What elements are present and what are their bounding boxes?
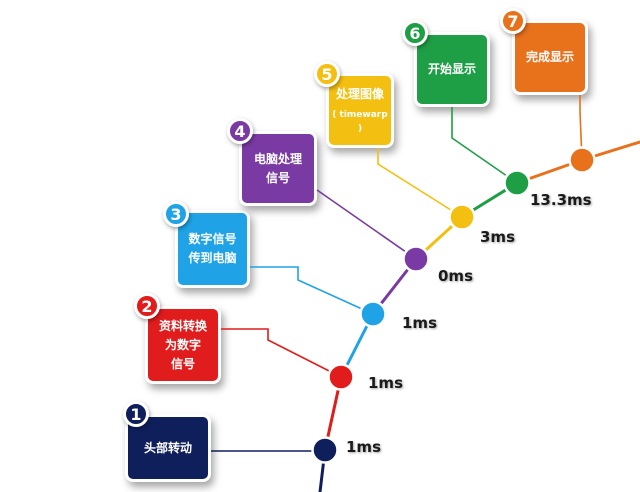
step-5-subtext: ( timewarp ) [332, 110, 388, 134]
step-6-time: 13.3ms [530, 191, 592, 209]
timeline-node-7 [568, 146, 596, 174]
connector-line-6 [451, 107, 518, 184]
step-card-5: 处理图像 ( timewarp ) [326, 73, 394, 148]
step-5-label-line-1: 处理图像 [335, 87, 384, 101]
connector-line-2 [221, 328, 342, 378]
connector-line-7 [579, 95, 583, 161]
step-2-label-line-3: 信号 [170, 356, 195, 371]
step-badge-3: 3 [163, 201, 189, 227]
step-card-6: 开始显示 [414, 32, 490, 107]
connector-line-3 [250, 266, 374, 315]
timeline-node-6 [503, 169, 531, 197]
step-badge-5: 5 [314, 61, 340, 87]
step-2-time: 1ms [368, 374, 403, 392]
step-5-time: 3ms [480, 228, 515, 246]
step-2-label-line-2: 为数字 [164, 337, 201, 352]
step-card-1: 头部转动 [125, 414, 211, 482]
step-6-label-line-1: 开始显示 [427, 62, 476, 76]
step-badge-6: 6 [402, 20, 428, 46]
timeline-node-4 [402, 245, 430, 273]
step-3-label-line-1: 数字信号 [188, 232, 237, 246]
step-card-4: 电脑处理 信号 [239, 131, 317, 206]
step-1-label-line-1: 头部转动 [143, 440, 192, 455]
timeline-node-1 [311, 436, 339, 464]
timeline-node-3 [359, 300, 387, 328]
step-3-time: 1ms [402, 314, 437, 332]
timeline-node-5 [448, 203, 476, 231]
step-3-label-line-2: 传到电脑 [188, 251, 237, 265]
step-7-label-line-1: 完成显示 [525, 50, 574, 64]
connector-line-5 [377, 148, 463, 218]
step-4-label-line-2: 信号 [265, 170, 290, 185]
step-card-3: 数字信号 传到电脑 [175, 210, 250, 288]
step-card-2: 资料转换 为数字 信号 [145, 306, 221, 384]
step-2-label-line-1: 资料转换 [158, 318, 207, 333]
step-badge-2: 2 [134, 293, 160, 319]
step-badge-7: 7 [500, 8, 526, 34]
step-badge-4: 4 [227, 118, 253, 144]
connector-line-4 [316, 189, 417, 260]
step-4-label-line-1: 电脑处理 [253, 151, 302, 166]
step-4-time: 0ms [438, 267, 473, 285]
step-card-7: 完成显示 [512, 20, 588, 95]
step-1-time: 1ms [346, 438, 381, 456]
timeline-node-2 [327, 363, 355, 391]
step-badge-1: 1 [123, 401, 149, 427]
